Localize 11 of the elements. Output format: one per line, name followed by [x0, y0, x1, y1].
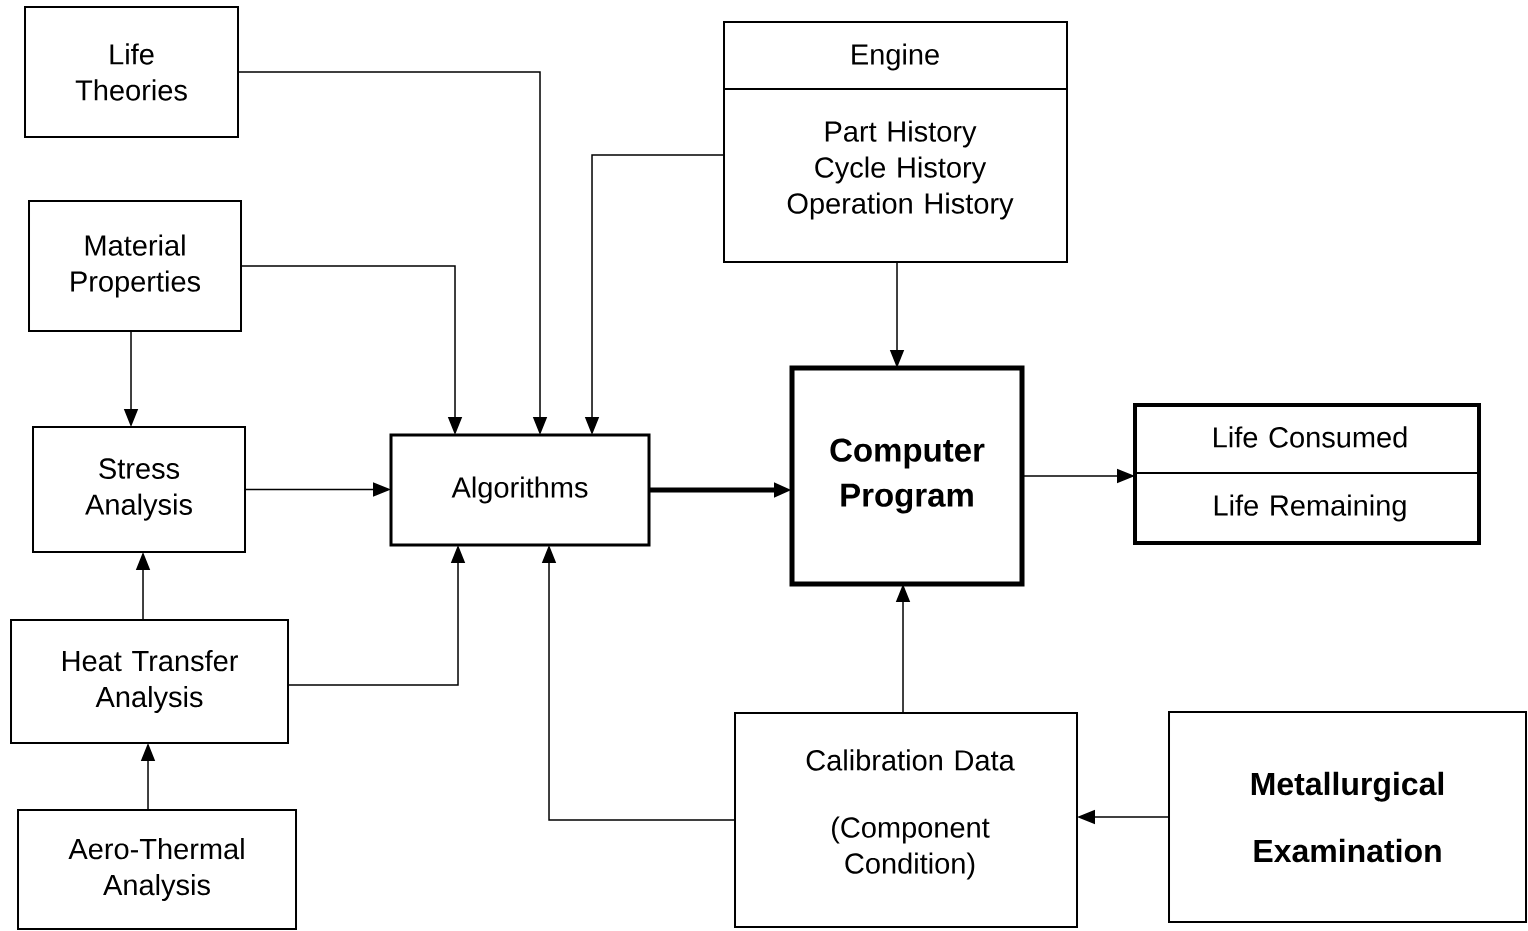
process-box: Material Properties: [28, 200, 242, 332]
process-box: Calibration Data (Component Condition): [734, 712, 1078, 928]
process-box: Aero-Thermal Analysis: [17, 809, 297, 930]
process-box: Heat Transfer Analysis: [10, 619, 289, 744]
process-box: Algorithms: [389, 433, 651, 547]
process-box: Computer Program: [789, 365, 1025, 587]
process-box: Stress Analysis: [32, 426, 246, 553]
process-box: Life Theories: [24, 6, 239, 138]
process-box: Life Consumed Life Remaining: [1133, 403, 1481, 545]
process-box: Engine Part History Cycle History Operation History: [723, 21, 1068, 263]
process-box: Metallurgical Examination: [1168, 711, 1527, 923]
